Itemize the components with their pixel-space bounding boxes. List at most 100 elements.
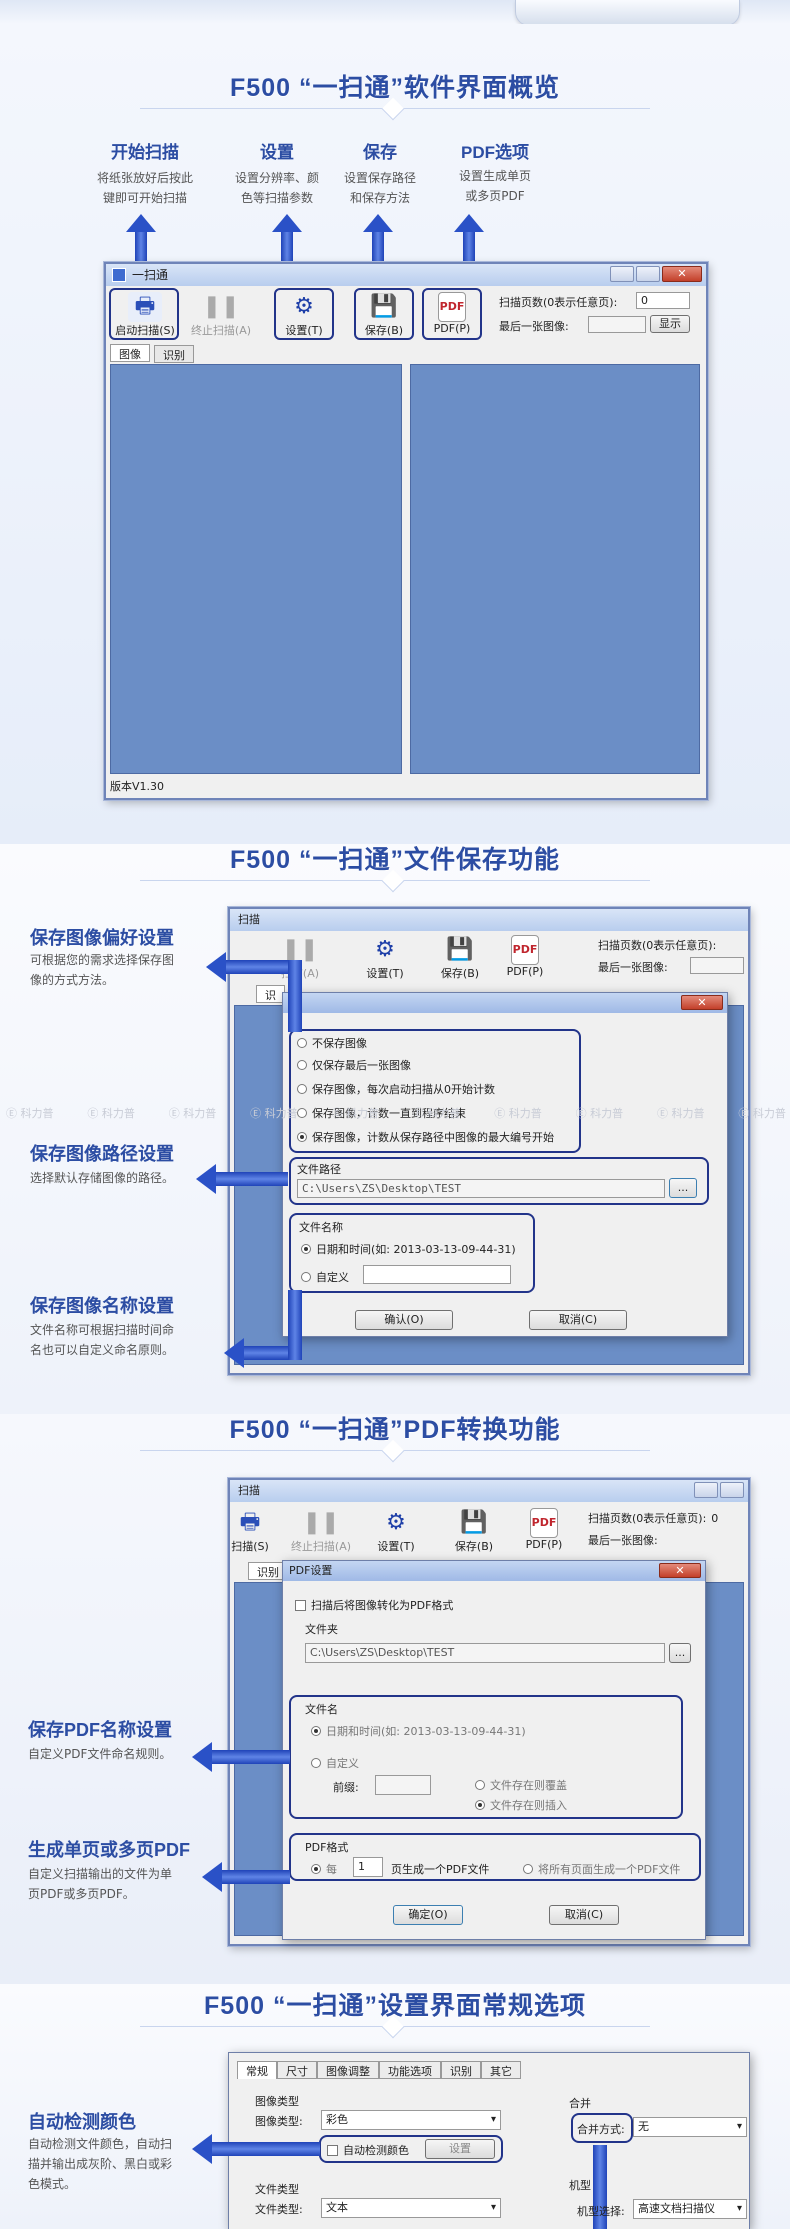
tab-function[interactable]: 功能选项	[379, 2061, 441, 2079]
pdf-button[interactable]: PDF PDF(P)	[500, 935, 550, 978]
tab-recognize[interactable]: 识	[256, 985, 285, 1003]
save-button[interactable]: 💾 保存(B)	[435, 935, 485, 981]
exist-insert-option[interactable]: 文件存在则插入	[475, 1797, 567, 1813]
exist-overwrite-option[interactable]: 文件存在则覆盖	[475, 1777, 567, 1793]
prefix-input[interactable]	[375, 1775, 431, 1795]
merge-label-text: 合并方式:	[577, 2123, 625, 2136]
all-pages-option[interactable]: 将所有页面生成一个PDF文件	[523, 1861, 680, 1877]
save-option-0[interactable]: 不保存图像	[297, 1035, 367, 1051]
radio[interactable]	[301, 1272, 311, 1282]
callout-desc: 选择默认存储图像的路径。	[30, 1168, 210, 1188]
cancel-button[interactable]: 取消(C)	[529, 1310, 627, 1330]
image-type-select[interactable]: 彩色	[321, 2110, 501, 2130]
checkbox[interactable]	[295, 1599, 306, 1611]
pdf-button[interactable]: PDF PDF(P)	[516, 1508, 572, 1551]
radio[interactable]	[297, 1132, 307, 1142]
browse-button[interactable]: ...	[669, 1643, 691, 1663]
radio[interactable]	[311, 1864, 321, 1874]
model-select[interactable]: 高速文档扫描仪	[633, 2199, 747, 2219]
filename-group-label: 文件名	[305, 1703, 338, 1716]
minimize-button[interactable]	[694, 1482, 718, 1498]
checkbox[interactable]	[327, 2144, 338, 2156]
filename-option-custom[interactable]: 自定义	[311, 1755, 359, 1771]
file-type-select[interactable]: 文本	[321, 2198, 501, 2218]
minimize-button[interactable]	[610, 266, 634, 282]
radio[interactable]	[311, 1726, 321, 1736]
radio[interactable]	[301, 1244, 311, 1254]
radio[interactable]	[475, 1800, 485, 1810]
checkbox-label: 扫描后将图像转化为PDF格式	[311, 1599, 454, 1612]
browse-button[interactable]: ...	[669, 1178, 697, 1198]
close-button[interactable]: ✕	[662, 266, 702, 282]
radio[interactable]	[297, 1108, 307, 1118]
tab-recognize[interactable]: 识别	[248, 1562, 288, 1580]
tab-general[interactable]: 常规	[237, 2061, 277, 2079]
maximize-button[interactable]	[720, 1482, 744, 1498]
stop-scan-button[interactable]: ❚❚ 终止扫描(A)	[286, 1508, 356, 1554]
close-button[interactable]: ✕	[681, 995, 723, 1010]
highlight-box	[571, 2113, 633, 2143]
convert-pdf-checkbox[interactable]: 扫描后将图像转化为PDF格式	[295, 1597, 453, 1613]
pages-label: 扫描页数(0表示任意页):	[499, 294, 617, 310]
tab-other[interactable]: 其它	[481, 2061, 521, 2079]
pdf-icon: PDF	[530, 1508, 558, 1538]
per-page-option[interactable]: 每	[311, 1861, 337, 1877]
start-scan-button[interactable]: 🖶 扫描(S)	[220, 1508, 280, 1554]
merge-select[interactable]: 无	[633, 2117, 747, 2137]
save-option-1[interactable]: 仅保存最后一张图像	[297, 1057, 411, 1073]
custom-name-input[interactable]	[363, 1265, 511, 1284]
settings-button[interactable]: ⚙ 设置(T)	[360, 935, 410, 981]
save-option-3[interactable]: 保存图像，计数一直到程序结束	[297, 1105, 466, 1121]
pages-per-file-input[interactable]: 1	[353, 1857, 383, 1877]
radio[interactable]	[475, 1780, 485, 1790]
section-title-text: F500 “一扫通”PDF转换功能	[229, 1416, 561, 1444]
last-image-label-text: 最后一张图像:	[598, 961, 668, 974]
radio[interactable]	[523, 1864, 533, 1874]
settings-button[interactable]: ⚙ 设置(T)	[368, 1508, 424, 1554]
filename-option-date[interactable]: 日期和时间(如: 2013-03-13-09-44-31)	[311, 1723, 526, 1739]
name-option-date[interactable]: 日期和时间(如: 2013-03-13-09-44-31)	[301, 1241, 516, 1257]
stop-scan-button[interactable]: ❚❚ 终止扫描(A)	[186, 292, 256, 338]
name-option-custom[interactable]: 自定义	[301, 1269, 349, 1285]
section-title-settings: F500 “一扫通”设置界面常规选项	[0, 1986, 790, 2039]
tool-label: PDF(P)	[506, 965, 544, 978]
image-type-group-label: 图像类型	[255, 2095, 299, 2108]
start-scan-button[interactable]: 🖶 启动扫描(S)	[112, 292, 178, 338]
watermark-text: Ⓔ 科力普	[738, 1107, 786, 1120]
tab-recognize[interactable]: 识别	[154, 345, 194, 363]
settings-button[interactable]: ⚙ 设置(T)	[276, 292, 332, 338]
maximize-button[interactable]	[636, 266, 660, 282]
cancel-button[interactable]: 取消(C)	[549, 1905, 619, 1925]
dialog-title: PDF设置	[289, 1564, 333, 1577]
save-button[interactable]: 💾 保存(B)	[356, 292, 412, 338]
ok-button[interactable]: 确认(O)	[355, 1310, 453, 1330]
radio[interactable]	[297, 1060, 307, 1070]
save-button[interactable]: 💾 保存(B)	[446, 1508, 502, 1554]
window-titlebar: 一扫通 ✕	[106, 264, 706, 286]
color-settings-button[interactable]: 设置	[425, 2139, 495, 2159]
section-title-text: F500 “一扫通”设置界面常规选项	[204, 1992, 586, 2020]
save-option-2[interactable]: 保存图像，每次启动扫描从0开始计数	[297, 1081, 495, 1097]
close-button[interactable]: ✕	[659, 1563, 701, 1578]
pages-input[interactable]: 0	[636, 292, 690, 309]
tool-label: 设置(T)	[377, 1540, 415, 1553]
ok-button[interactable]: 确定(O)	[393, 1905, 463, 1925]
radio[interactable]	[297, 1038, 307, 1048]
callout-desc-line: 选择默认存储图像的路径。	[30, 1171, 175, 1185]
folder-input[interactable]: C:\Users\ZS\Desktop\TEST	[305, 1643, 665, 1663]
save-options-dialog: 保 ✕ 不保存图像 仅保存最后一张图像 保存图像，每次启动扫描从0开始计数 保存…	[282, 992, 728, 1337]
section-title-text: F500 “一扫通”软件界面概览	[230, 74, 560, 102]
auto-detect-checkbox[interactable]: 自动检测颜色	[327, 2142, 409, 2158]
save-option-4[interactable]: 保存图像，计数从保存路径中图像的最大编号开始	[297, 1129, 554, 1145]
radio[interactable]	[311, 1758, 321, 1768]
path-input[interactable]: C:\Users\ZS\Desktop\TEST	[297, 1179, 665, 1198]
tab-recognize[interactable]: 识别	[441, 2061, 481, 2079]
radio[interactable]	[297, 1084, 307, 1094]
callout-title: 生成单页或多页PDF	[28, 1840, 190, 1860]
pdf-button[interactable]: PDF PDF(P)	[424, 292, 480, 335]
tab-size[interactable]: 尺寸	[277, 2061, 317, 2079]
show-button[interactable]: 显示	[650, 315, 690, 333]
tab-image[interactable]: 图像	[110, 344, 150, 362]
callout-desc-line: 可根据您的需求选择保存图	[30, 953, 175, 967]
tab-image-adjust[interactable]: 图像调整	[317, 2061, 379, 2079]
